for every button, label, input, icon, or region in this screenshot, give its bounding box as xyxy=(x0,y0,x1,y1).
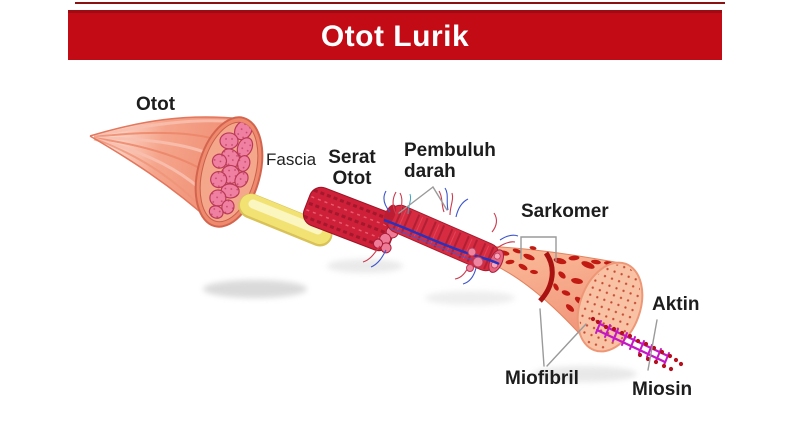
fascia-tube xyxy=(238,193,333,247)
miofibril-pointer-right xyxy=(546,323,587,367)
page-title: Otot Lurik xyxy=(320,19,470,53)
pembuluh-darah-pointer-left xyxy=(398,186,434,214)
pembuluh-darah-pointer-right xyxy=(432,186,448,211)
miofibril-pointer-left xyxy=(539,308,545,367)
miofibril-end-face xyxy=(576,261,644,353)
shadows xyxy=(203,259,637,382)
title-banner: Otot Lurik xyxy=(68,10,722,60)
fiber-end-swirl xyxy=(466,247,484,272)
fascicle-bundle xyxy=(208,120,254,219)
aktin-miosin-filament xyxy=(590,316,684,372)
serat-otot-label: Serat Otot xyxy=(328,147,376,190)
pembuluh-darah-label: Pembuluh darah xyxy=(404,140,496,183)
miofibril-label: Miofibril xyxy=(505,368,579,389)
sarkomer-label: Sarkomer xyxy=(521,201,609,222)
sarkomer-bracket xyxy=(520,236,557,262)
aktin-label: Aktin xyxy=(652,294,700,315)
miosin-label: Miosin xyxy=(632,379,693,400)
aktin-miosin-pointer xyxy=(647,319,658,371)
top-hairline xyxy=(75,2,725,4)
fascia-label: Fascia xyxy=(266,150,317,169)
pointer-lines xyxy=(398,186,658,371)
aktin-beads xyxy=(590,316,684,372)
otot-label: Otot xyxy=(136,94,176,115)
